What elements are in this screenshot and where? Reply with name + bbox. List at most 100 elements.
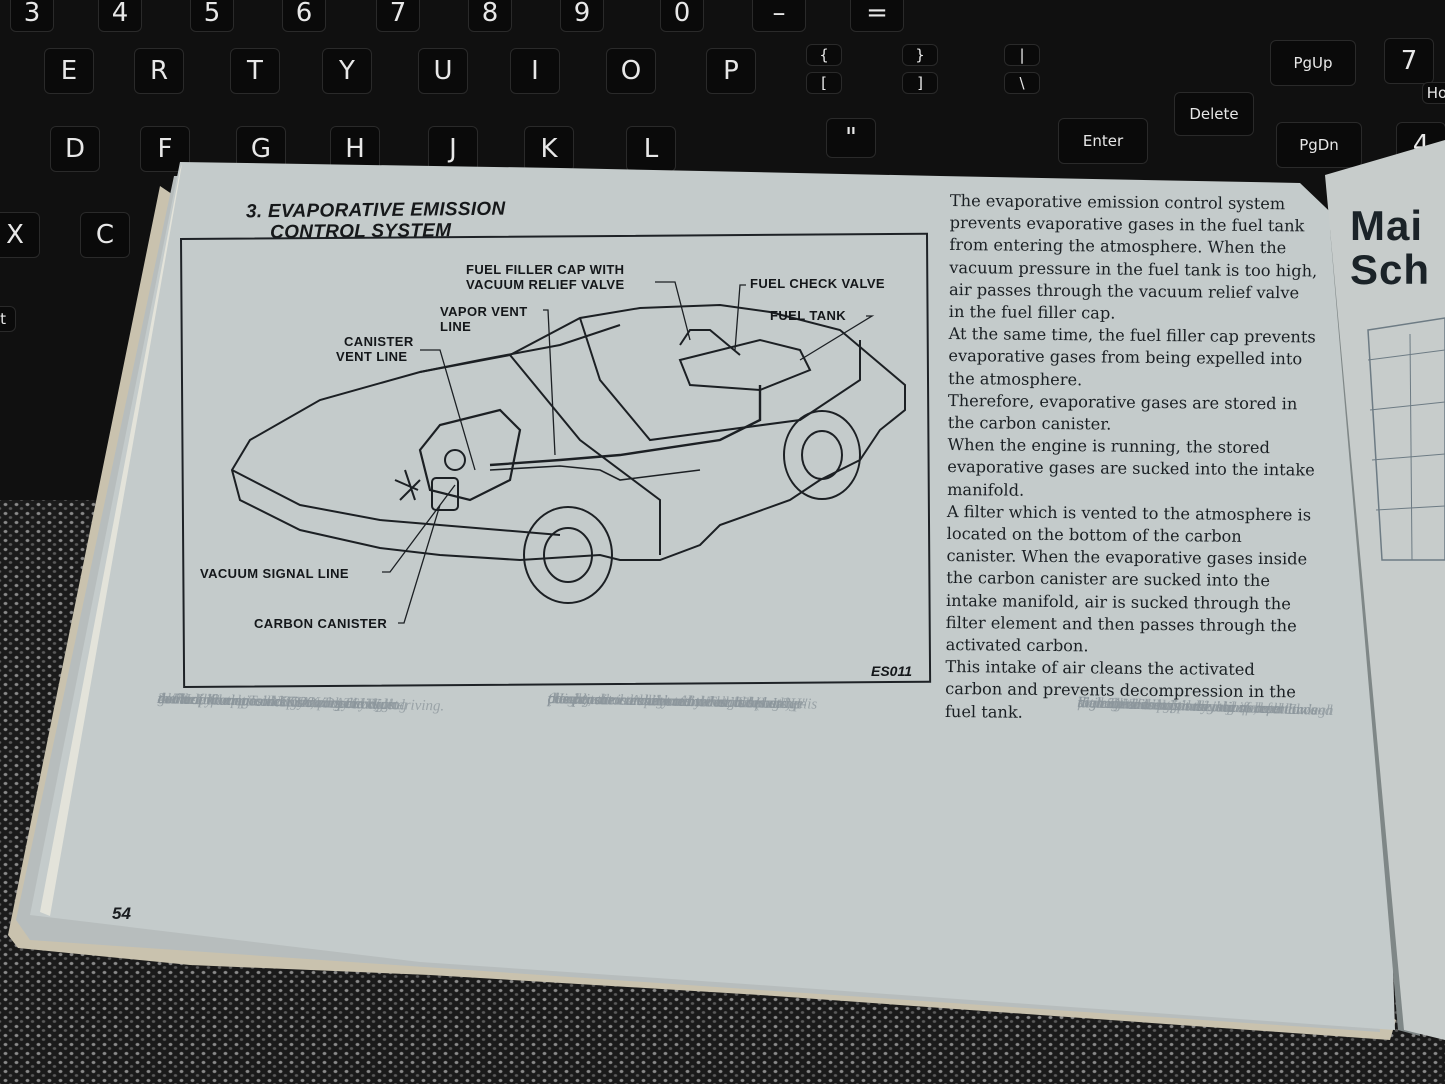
key-f[interactable]: F [140, 126, 190, 172]
key-pgdn[interactable]: PgDn [1276, 122, 1362, 168]
callout-fuel-check-valve: FUEL CHECK VALVE [750, 276, 885, 291]
page-edge-highlight [40, 164, 182, 916]
key-quote[interactable]: " [826, 118, 876, 158]
car-bumper-line [231, 469, 561, 536]
filler-neck [679, 329, 741, 356]
callout-fuel-tank: FUEL TANK [770, 308, 847, 323]
right-table-rule [1371, 453, 1445, 461]
key-5[interactable]: 5 [190, 0, 234, 32]
right-table-rule [1369, 401, 1445, 411]
right-page [1325, 140, 1445, 1040]
key-close-brace[interactable]: } [902, 44, 938, 66]
air-cleaner [444, 449, 466, 471]
key-k[interactable]: K [524, 126, 574, 172]
callout-leader-filler-cap [655, 281, 691, 341]
key-p[interactable]: P [706, 48, 756, 94]
key-home-partial[interactable]: Ho [1422, 82, 1445, 104]
key-backslash[interactable]: \ [1004, 72, 1040, 94]
right-table-rule [1409, 333, 1413, 561]
vapor-vent-line [489, 385, 762, 467]
callout-carbon-canister: CARBON CANISTER [254, 616, 388, 631]
callout-vapor-vent-line-2: LINE [440, 319, 472, 334]
key-4[interactable]: 4 [98, 0, 142, 32]
callout-fuel-filler-cap-line-2: VACUUM RELIEF VALVE [466, 277, 625, 292]
right-table-rule [1367, 349, 1445, 361]
right-page-title-line-2: Sch [1350, 246, 1431, 293]
key-u[interactable]: U [418, 48, 468, 94]
key-close-bracket[interactable]: ] [902, 72, 938, 94]
callout-leader-check-valve [734, 284, 746, 351]
fuel-tank-shape [678, 338, 812, 392]
key-l[interactable]: L [626, 126, 676, 172]
callout-canister-vent-line-2: VENT LINE [336, 349, 408, 364]
key-0[interactable]: 0 [660, 0, 704, 32]
key-e[interactable]: E [44, 48, 94, 94]
key-pgup[interactable]: PgUp [1270, 40, 1356, 86]
front-wheel [523, 506, 613, 604]
key-delete[interactable]: Delete [1174, 92, 1254, 136]
key-t[interactable]: T [230, 48, 280, 94]
rear-wheel-hub [801, 430, 843, 480]
key-open-brace[interactable]: { [806, 44, 842, 66]
key-j[interactable]: J [428, 126, 478, 172]
car-door-line [509, 354, 661, 555]
left-page [30, 162, 1395, 1030]
radiator-fan [394, 469, 421, 501]
key-edge-partial[interactable]: lt [0, 306, 16, 332]
callout-leader-fuel-tank [799, 315, 875, 361]
callout-vapor-vent-line: VAPOR VENT LINE [440, 304, 528, 334]
body-paragraph: When the engine is running, the stored e… [947, 435, 1315, 500]
callout-leader-vapor-vent [543, 309, 556, 456]
key-r[interactable]: R [134, 48, 184, 94]
key-equals[interactable]: = [850, 0, 904, 32]
body-paragraph: Therefore, evaporative gases are stored … [947, 390, 1298, 434]
key-enter[interactable]: Enter [1058, 118, 1148, 164]
key-h[interactable]: H [330, 126, 380, 172]
figure-id: ES011 [871, 663, 912, 679]
engine-block [418, 408, 522, 502]
right-page-title-line-1: Mai [1350, 202, 1424, 249]
callout-canister-vent-line: CANISTER VENT LINE [336, 334, 414, 364]
key-d[interactable]: D [50, 126, 100, 172]
car-hood-line [419, 324, 621, 373]
right-page-title: Mai Sch [1350, 204, 1430, 292]
key-i[interactable]: I [510, 48, 560, 94]
page-number: 54 [112, 904, 131, 923]
key-8[interactable]: 8 [468, 0, 512, 32]
vacuum-line [489, 465, 701, 481]
key-pipe[interactable]: | [1004, 44, 1040, 66]
callout-vapor-vent-line-1: VAPOR VENT [440, 304, 528, 319]
key-x[interactable]: X [0, 212, 40, 258]
right-page-table [1367, 317, 1445, 561]
car-window-frame [579, 317, 861, 442]
body-paragraph: At the same time, the fuel filler cap pr… [948, 324, 1316, 389]
front-wheel-hub [543, 527, 593, 583]
key-9[interactable]: 9 [560, 0, 604, 32]
key-minus[interactable]: – [752, 0, 806, 32]
rear-wheel [783, 410, 861, 500]
callout-leader-canister-vent [420, 349, 476, 471]
callout-leader-vacuum-signal [382, 484, 456, 573]
key-y[interactable]: Y [322, 48, 372, 94]
key-6[interactable]: 6 [282, 0, 326, 32]
body-paragraph: A filter which is vented to the atmosphe… [945, 501, 1312, 656]
car-body-outline [230, 303, 906, 562]
key-c[interactable]: C [80, 212, 130, 258]
callout-canister-vent-line-1: CANISTER [344, 334, 414, 349]
body-paragraph: The evaporative emission control system … [948, 190, 1318, 323]
callout-fuel-filler-cap: FUEL FILLER CAP WITH VACUUM RELIEF VALVE [466, 262, 625, 292]
key-o[interactable]: O [606, 48, 656, 94]
carbon-canister-shape [431, 477, 459, 511]
callout-leader-carbon-canister [398, 504, 441, 624]
body-text-column: The evaporative emission control system … [945, 190, 1318, 726]
callout-vacuum-signal-line: VACUUM SIGNAL LINE [200, 566, 350, 581]
key-numpad-7[interactable]: 7 [1384, 38, 1434, 84]
key-7[interactable]: 7 [376, 0, 420, 32]
callout-fuel-filler-cap-line-1: FUEL FILLER CAP WITH [466, 262, 625, 277]
key-open-bracket[interactable]: [ [806, 72, 842, 94]
key-3[interactable]: 3 [10, 0, 54, 32]
right-table-rule [1375, 505, 1445, 511]
